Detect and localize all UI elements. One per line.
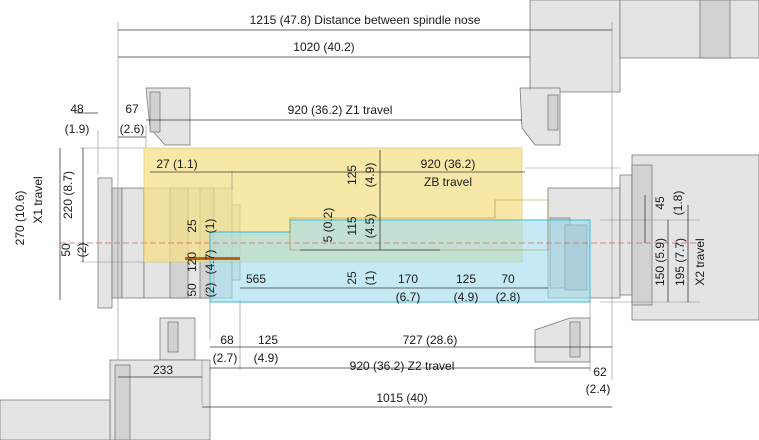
label-z2-travel: 920 (36.2) Z2 travel <box>350 359 455 373</box>
left-upper-tool-holder <box>145 87 191 146</box>
label-25-mid-in: (1) <box>363 271 377 286</box>
right-lower-tool-holder <box>534 317 591 363</box>
label-233: 233 <box>153 363 173 377</box>
label-spindle-distance: 1215 (47.8) Distance between spindle nos… <box>250 13 481 27</box>
label-150: 150 (5.9) <box>653 238 667 286</box>
label-125-top: 125 <box>345 165 359 185</box>
label-5: 5 (0.2) <box>321 208 335 243</box>
label-195: 195 (7.7) <box>673 238 687 286</box>
label-67: 67 <box>125 102 139 116</box>
extension-lines <box>80 22 700 405</box>
label-zb-travel-b: ZB travel <box>424 175 472 189</box>
label-50-low-in: (2) <box>203 283 217 298</box>
label-x1-travel-b: X1 travel <box>31 176 45 223</box>
bar-stock <box>185 257 240 260</box>
label-727: 727 (28.6) <box>403 333 458 347</box>
label-125-low: 125 <box>258 333 278 347</box>
label-68: 68 <box>220 333 234 347</box>
label-zb-travel-a: 920 (36.2) <box>421 157 476 171</box>
label-115-in: (4.5) <box>363 214 377 239</box>
label-70: 70 <box>501 272 515 286</box>
label-565: 565 <box>246 272 266 286</box>
dimension-labels: 1215 (47.8) Distance between spindle nos… <box>13 13 707 405</box>
label-125-low-in: (4.9) <box>254 351 279 365</box>
label-z1-travel: 920 (36.2) Z1 travel <box>288 103 393 117</box>
label-50-left: 50 <box>59 243 73 257</box>
label-25-left: 25 <box>185 219 199 233</box>
dimension-lines <box>59 29 689 408</box>
label-50-left-in: (2) <box>75 243 89 258</box>
label-220: 220 (8.7) <box>61 171 75 219</box>
label-1015: 1015 (40) <box>376 391 427 405</box>
label-25-left-in: (1) <box>203 219 217 234</box>
right-upper-turret <box>529 0 759 133</box>
label-115: 115 <box>345 216 359 235</box>
label-27: 27 (1.1) <box>156 157 197 171</box>
label-48: 48 <box>70 102 84 116</box>
label-120: 120 <box>185 252 199 272</box>
label-x1-travel-a: 270 (10.6) <box>13 191 27 246</box>
label-62: 62 <box>593 365 607 379</box>
label-170-in: (6.7) <box>396 290 421 304</box>
zb-inner-outline <box>289 199 549 251</box>
label-48-in: (1.9) <box>65 122 90 136</box>
label-125-top-in: (4.9) <box>363 163 377 188</box>
label-1020: 1020 (40.2) <box>293 40 354 54</box>
label-45: 45 <box>653 196 667 210</box>
label-x2-travel: X2 travel <box>693 238 707 285</box>
label-62-in: (2.4) <box>586 382 611 396</box>
label-70-in: (2.8) <box>496 290 521 304</box>
label-120-in: (4.7) <box>203 250 217 275</box>
label-25-mid: 25 <box>345 271 359 285</box>
label-125-mid: 125 <box>456 272 476 286</box>
left-lower-tool-holder <box>159 317 196 361</box>
label-68-in: (2.7) <box>213 351 238 365</box>
label-67-in: (2.6) <box>120 122 145 136</box>
label-170: 170 <box>398 272 418 286</box>
right-upper-tool-holder <box>519 87 561 146</box>
left-lower-turret <box>0 359 211 440</box>
label-45-in: (1.8) <box>671 191 685 216</box>
label-125-mid-in: (4.9) <box>454 290 479 304</box>
label-50-low: 50 <box>185 283 199 297</box>
